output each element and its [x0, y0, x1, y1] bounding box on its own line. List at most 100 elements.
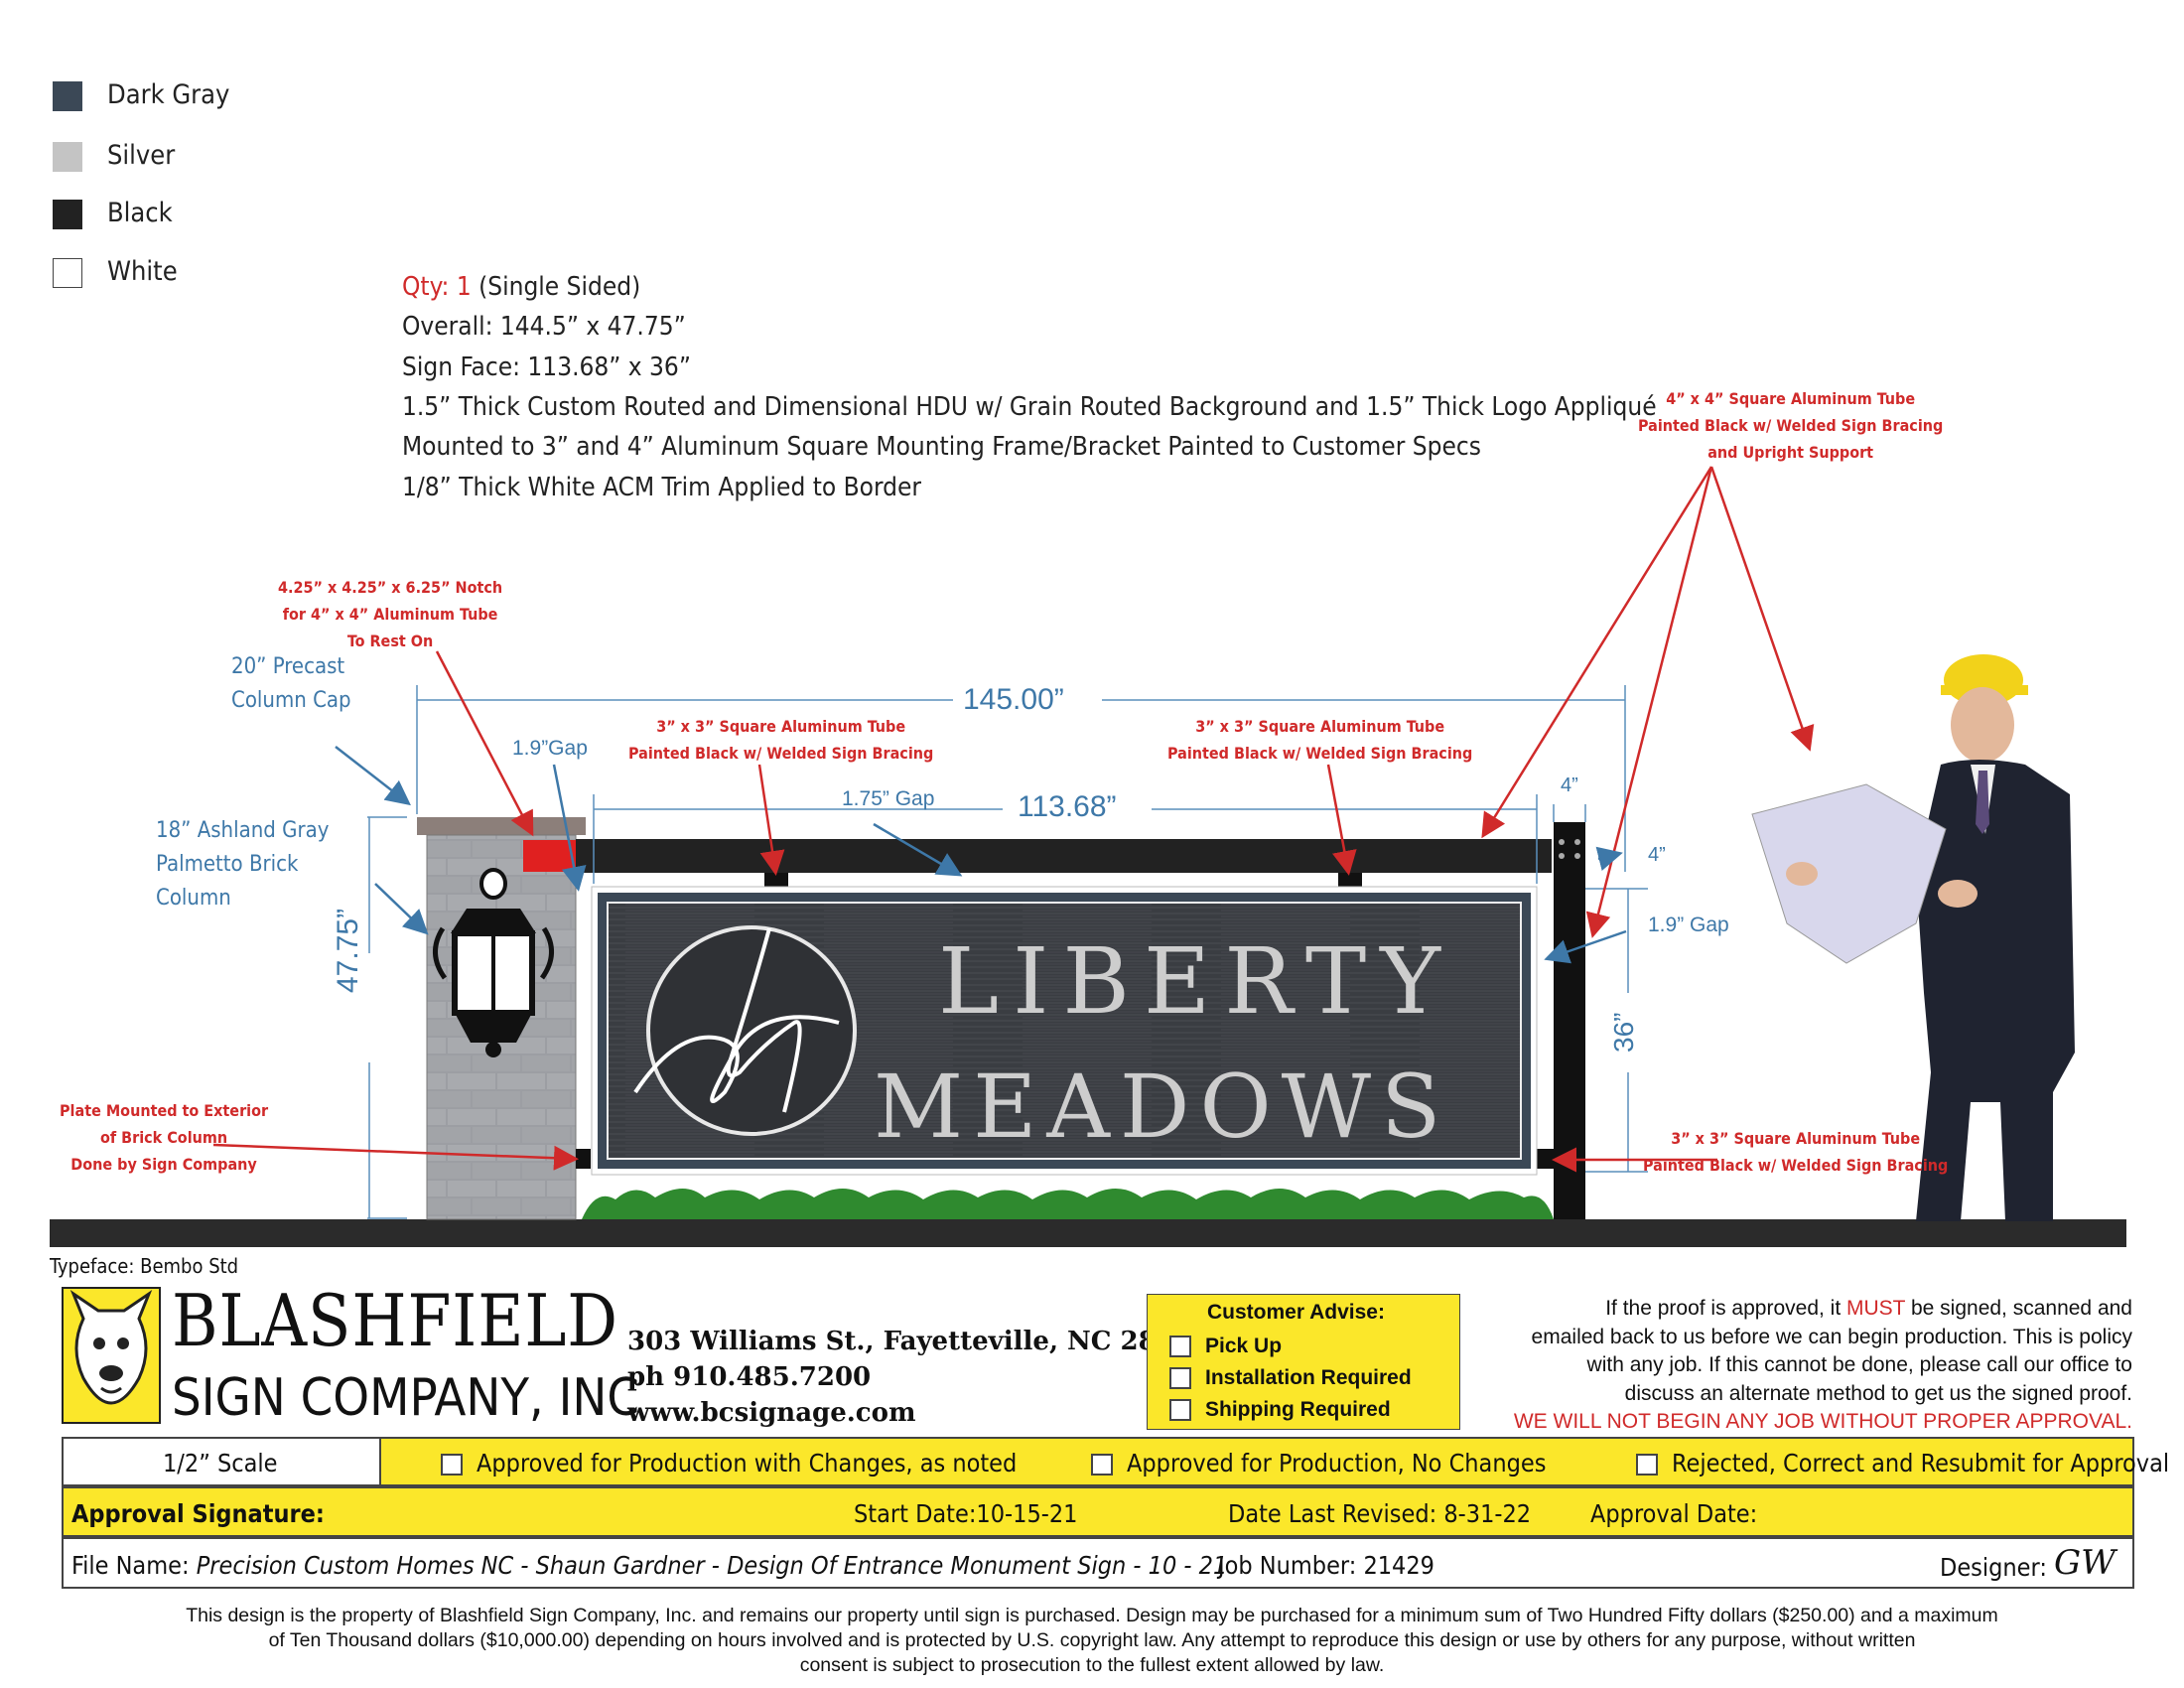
notice-line: emailed back to us before we can begin p…	[1531, 1325, 2132, 1348]
approved-no-changes-option[interactable]: Approved for Production, No Changes	[1091, 1449, 1546, 1477]
approved-with-changes-option[interactable]: Approved for Production with Changes, as…	[441, 1449, 1017, 1477]
note-line: for 4” x 4” Aluminum Tube	[282, 605, 498, 624]
legend-label: Dark Gray	[107, 79, 230, 110]
option-label: Approved for Production with Changes, as…	[477, 1449, 1018, 1477]
rejected-option[interactable]: Rejected, Correct and Resubmit for Appro…	[1636, 1449, 2169, 1477]
quantity-note: (Single Sided)	[471, 272, 641, 302]
note-line: Painted Black w/ Welded Sign Bracing	[1638, 416, 1944, 435]
note-line: 18” Ashland Gray	[156, 818, 330, 843]
notice-text: be signed, scanned and	[1905, 1297, 2132, 1320]
note-line: Painted Black w/ Welded Sign Bracing	[1167, 744, 1473, 763]
designer-label: Designer:	[1940, 1553, 2047, 1582]
option-label: Rejected, Correct and Resubmit for Appro…	[1672, 1449, 2170, 1477]
notice-line: If the proof is approved, it MUST be sig…	[1514, 1295, 2132, 1324]
notch-note: 4.25” x 4.25” x 6.25” Notch for 4” x 4” …	[278, 574, 502, 654]
pick-up-checkbox[interactable]	[1169, 1336, 1191, 1358]
pick-up-option[interactable]: Pick Up	[1169, 1335, 1282, 1358]
material-spec: 1.5” Thick Custom Routed and Dimensional…	[402, 392, 1657, 422]
option-label: Pick Up	[1205, 1335, 1283, 1357]
company-name-sub: SIGN COMPANY, INC	[172, 1368, 640, 1428]
note-line: 3” x 3” Square Aluminum Tube	[1671, 1129, 1921, 1148]
note-line: 3” x 3” Square Aluminum Tube	[1195, 717, 1445, 736]
top-rail	[576, 839, 1552, 873]
note-line: Done by Sign Company	[70, 1155, 257, 1174]
approval-date-label: Approval Date:	[1590, 1499, 1758, 1528]
person-figure	[1751, 654, 2075, 1221]
company-name: BLASHFIELD	[172, 1279, 618, 1362]
note-line: Column	[156, 886, 231, 911]
approval-signature-row: Approval Signature: Start Date:10-15-21 …	[62, 1486, 2134, 1537]
notice-line: with any job. If this cannot be done, pl…	[1586, 1353, 2132, 1376]
gap-right-label: 1.9” Gap	[1648, 914, 1729, 936]
tube-bottom-right-note: 3” x 3” Square Aluminum Tube Painted Bla…	[1643, 1125, 1948, 1179]
note-line: of Brick Column	[99, 1128, 228, 1147]
notice-line: discuss an alternate method to get us th…	[1624, 1381, 2132, 1405]
note-line: Column Cap	[231, 688, 351, 713]
legend-swatch-dark-gray	[53, 81, 82, 111]
gap-left-label: 1.9”Gap	[512, 737, 588, 760]
typeface-note: Typeface: Bembo Std	[50, 1254, 239, 1278]
legend-swatch-black	[53, 200, 82, 229]
face-height-label: 36”	[1608, 1012, 1639, 1053]
sign-elevation-drawing	[50, 466, 2126, 1247]
note-line: Palmetto Brick	[156, 852, 299, 877]
tube-left-note: 3” x 3” Square Aluminum Tube Painted Bla…	[628, 713, 933, 767]
brick-column-note: 18” Ashland Gray Palmetto Brick Column	[156, 814, 329, 915]
quantity-line: Qty: 1 (Single Sided)	[402, 272, 640, 302]
file-name-label: File Name:	[71, 1551, 197, 1580]
file-name-value: Precision Custom Homes NC - Shaun Gardne…	[196, 1551, 1228, 1580]
note-line: 3” x 3” Square Aluminum Tube	[656, 717, 906, 736]
approval-options-row: 1/2” Scale Approved for Production with …	[62, 1437, 2169, 1486]
shipping-option[interactable]: Shipping Required	[1169, 1398, 1391, 1422]
start-date: Start Date:10-15-21	[854, 1499, 1078, 1528]
quantity-label: Qty: 1	[402, 272, 472, 302]
option-label: Installation Required	[1205, 1366, 1412, 1389]
note-line: To Rest On	[346, 632, 434, 650]
tube-mid-note: 3” x 3” Square Aluminum Tube Painted Bla…	[1167, 713, 1472, 767]
bracket-right	[1537, 1149, 1554, 1169]
column-cap-note: 20” Precast Column Cap	[231, 650, 351, 718]
overall-size: Overall: 144.5” x 47.75”	[402, 312, 686, 342]
sign-face-size: Sign Face: 113.68” x 36”	[402, 352, 691, 382]
disclaimer-line: of Ten Thousand dollars ($10,000.00) dep…	[268, 1629, 1916, 1651]
dimension-lines	[367, 685, 1648, 1219]
note-line: and Upright Support	[1707, 443, 1874, 462]
disclaimer-line: consent is subject to prosecution to the…	[799, 1654, 1385, 1676]
note-line: Painted Black w/ Welded Sign Bracing	[1643, 1156, 1949, 1175]
overall-width-label: 145.00”	[963, 683, 1064, 716]
scale-label: 1/2” Scale	[163, 1449, 278, 1477]
legend-swatch-silver	[53, 142, 82, 172]
plate-note: Plate Mounted to Exterior of Brick Colum…	[60, 1097, 268, 1178]
note-line: Plate Mounted to Exterior	[60, 1101, 269, 1120]
logo-emblem	[633, 925, 857, 1136]
company-phone: ph 910.485.7200	[627, 1362, 872, 1392]
rejected-checkbox[interactable]	[1636, 1454, 1658, 1476]
option-label: Approved for Production, No Changes	[1127, 1449, 1547, 1477]
blue-leader-arrows	[335, 746, 1627, 964]
note-line: 4” x 4” Square Aluminum Tube	[1666, 389, 1916, 408]
ground-line	[50, 1219, 2126, 1247]
option-label: Shipping Required	[1205, 1398, 1391, 1421]
disclaimer-line: This design is the property of Blashfiel…	[186, 1605, 1998, 1626]
legend-label: Silver	[107, 140, 176, 171]
total-height-label: 47.75”	[332, 908, 364, 993]
bracket-plate	[576, 1149, 591, 1169]
approval-warning: WE WILL NOT BEGIN ANY JOB WITHOUT PROPER…	[1513, 1410, 2132, 1433]
customer-advise-title: Customer Advise:	[1207, 1301, 1385, 1324]
gap-top-label: 1.75” Gap	[842, 787, 935, 810]
column-cap	[417, 817, 586, 835]
notice-text: If the proof is approved, it	[1605, 1297, 1847, 1320]
approved-with-changes-checkbox[interactable]	[441, 1454, 463, 1476]
tube-top-right-note: 4” x 4” Square Aluminum Tube Painted Bla…	[1638, 385, 1943, 466]
dog-logo-icon	[69, 1289, 153, 1405]
designer-initials: GW	[2054, 1543, 2116, 1583]
installation-option[interactable]: Installation Required	[1169, 1366, 1412, 1390]
company-website: www.bcsignage.com	[627, 1398, 916, 1428]
post-width-label: 4”	[1561, 774, 1578, 796]
shipping-checkbox[interactable]	[1169, 1399, 1191, 1422]
approved-no-changes-checkbox[interactable]	[1091, 1454, 1113, 1476]
job-number: Job Number: 21429	[1218, 1551, 1434, 1580]
installation-checkbox[interactable]	[1169, 1367, 1191, 1390]
face-width-label: 113.68”	[1018, 790, 1117, 823]
lantern-icon	[433, 868, 554, 1057]
